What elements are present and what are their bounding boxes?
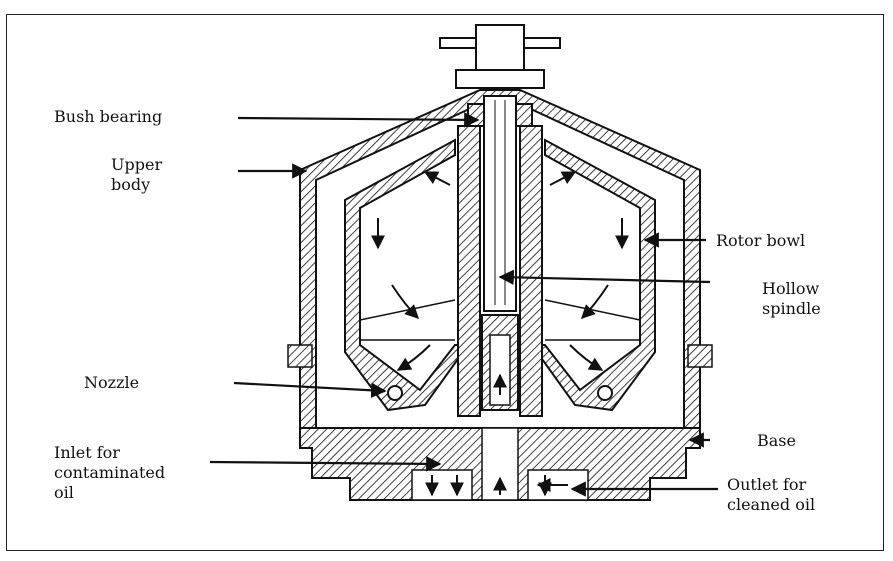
- spindle-wall-left: [457, 125, 481, 417]
- label-inlet: Inlet for contaminated oil: [54, 443, 166, 502]
- diagram-frame: [6, 14, 884, 551]
- label-upper-body: Upper body: [111, 155, 163, 194]
- rotor-bowl-left: [344, 138, 470, 412]
- right-flange: [687, 344, 713, 368]
- rotor-bowl-right: [530, 138, 656, 412]
- nozzle-right: [597, 385, 613, 401]
- label-base: Base: [757, 431, 796, 450]
- nozzle-left: [387, 385, 403, 401]
- label-hollow-spindle: Hollow spindle: [762, 279, 821, 318]
- spindle-wall-right: [519, 125, 543, 417]
- left-flange: [287, 344, 313, 368]
- label-outlet: Outlet for cleaned oil: [727, 475, 816, 514]
- leader-lines: [209, 112, 718, 497]
- label-nozzle: Nozzle: [84, 373, 140, 392]
- label-rotor-bowl: Rotor bowl: [716, 231, 806, 250]
- label-bush-bearing: Bush bearing: [54, 107, 163, 126]
- top-cap: [439, 24, 561, 89]
- hollow-spindle: [483, 95, 517, 312]
- flow-arrows: [371, 171, 629, 497]
